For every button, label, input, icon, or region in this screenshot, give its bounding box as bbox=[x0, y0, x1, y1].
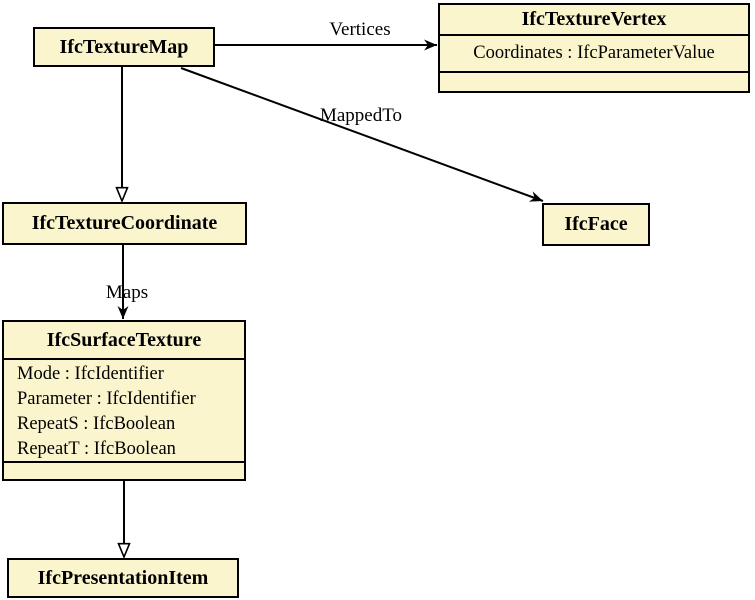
empty-compartment bbox=[440, 71, 748, 91]
node-title-ifctexturevertex: IfcTextureVertex bbox=[521, 8, 667, 30]
attribute-row: RepeatS : IfcBoolean bbox=[17, 414, 176, 434]
attributes-compartment: Coordinates : IfcParameterValue bbox=[440, 34, 748, 71]
node-title-ifctexturemap: IfcTextureMap bbox=[59, 35, 189, 58]
node-ifctexturecoordinate[interactable]: IfcTextureCoordinate bbox=[2, 202, 247, 245]
attribute-row: Parameter : IfcIdentifier bbox=[17, 389, 196, 409]
edge-label-mappedto: MappedTo bbox=[319, 105, 403, 126]
node-title-ifctexturecoordinate: IfcTextureCoordinate bbox=[31, 212, 218, 234]
edge-label-vertices: Vertices bbox=[329, 19, 391, 40]
node-title-ifcsurfacetexture: IfcSurfaceTexture bbox=[46, 328, 202, 351]
title-compartment: IfcSurfaceTexture bbox=[4, 322, 244, 358]
attribute-row: Mode : IfcIdentifier bbox=[17, 364, 164, 384]
attribute-row: RepeatT : IfcBoolean bbox=[17, 439, 176, 459]
node-title-ifcpresentationitem: IfcPresentationItem bbox=[37, 566, 209, 589]
node-title-ifcface: IfcFace bbox=[564, 213, 628, 235]
attribute-row: Coordinates : IfcParameterValue bbox=[473, 43, 715, 63]
node-ifcpresentationitem[interactable]: IfcPresentationItem bbox=[7, 558, 239, 598]
edge-mappedto-line bbox=[180, 67, 544, 202]
node-ifcface[interactable]: IfcFace bbox=[542, 203, 650, 246]
node-ifctexturevertex[interactable]: IfcTextureVertex Coordinates : IfcParame… bbox=[438, 3, 750, 93]
node-ifcsurfacetexture[interactable]: IfcSurfaceTexture Mode : IfcIdentifier P… bbox=[2, 320, 246, 481]
edge-label-maps: Maps bbox=[105, 282, 149, 303]
empty-compartment bbox=[4, 461, 244, 479]
title-compartment: IfcTextureVertex bbox=[440, 5, 748, 34]
node-ifctexturemap[interactable]: IfcTextureMap bbox=[33, 27, 215, 67]
attributes-compartment: Mode : IfcIdentifier Parameter : IfcIden… bbox=[4, 358, 244, 461]
